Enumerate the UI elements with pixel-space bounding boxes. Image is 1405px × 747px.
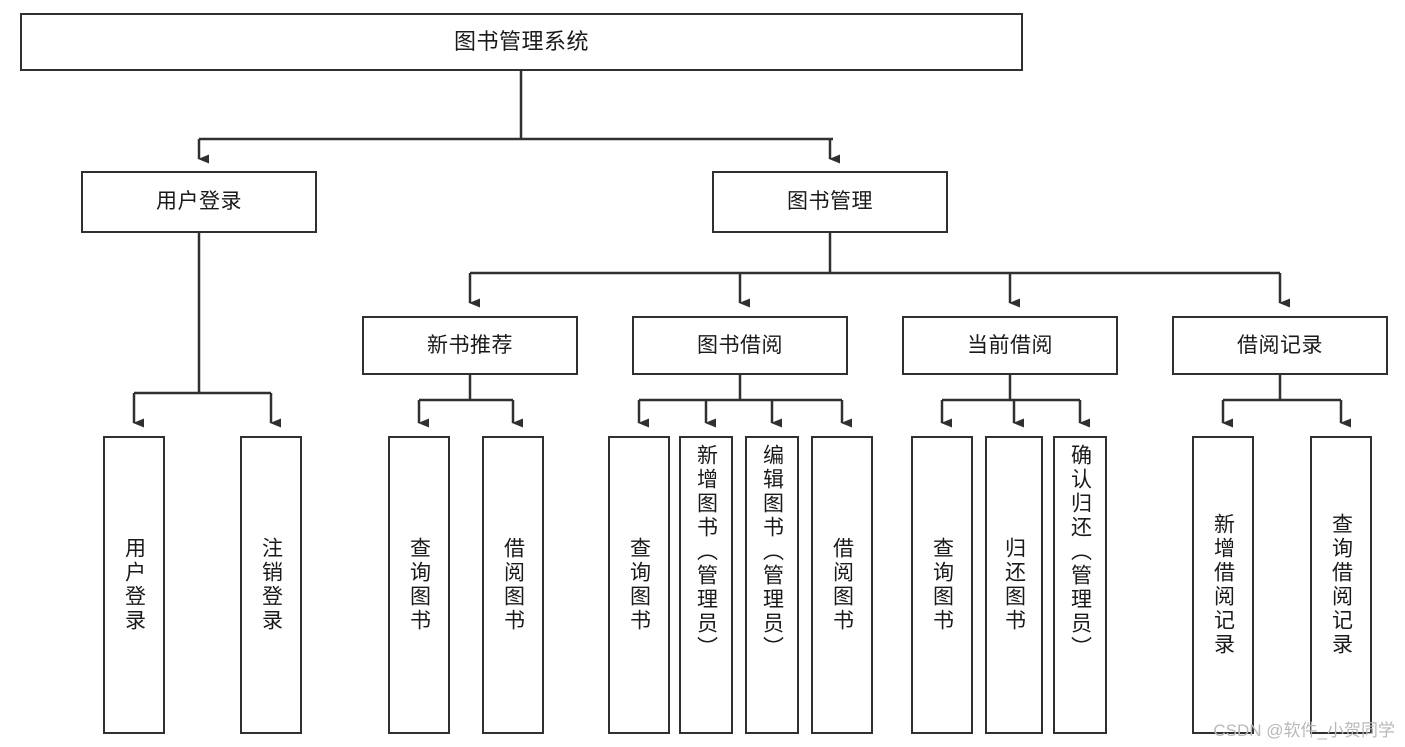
node-label-leaf-user-login: 用户登录 xyxy=(122,537,146,633)
edge-current-borrow-to-leaves xyxy=(940,375,1090,428)
node-root-system[interactable]: 图书管理系统 xyxy=(20,13,1023,71)
node-label-leaf-query-book-borrow: 查询图书 xyxy=(627,537,651,633)
edge-book-borrow-to-leaves xyxy=(637,375,852,428)
edge-user-login-to-leaves xyxy=(132,233,281,428)
node-label-root: 图书管理系统 xyxy=(453,28,589,54)
node-label-leaf-logout: 注销登录 xyxy=(259,537,283,633)
node-leaf-edit-book[interactable]: 编辑图书（管理员） xyxy=(745,436,799,734)
node-leaf-query-borrow-record[interactable]: 查询借阅记录 xyxy=(1310,436,1372,734)
node-leaf-query-book-borrow[interactable]: 查询图书 xyxy=(608,436,670,734)
node-leaf-add-book[interactable]: 新增图书（管理员） xyxy=(679,436,733,734)
node-label-leaf-add-book: 新增图书（管理员） xyxy=(694,444,718,660)
node-label-leaf-confirm-return: 确认归还（管理员） xyxy=(1068,444,1092,660)
edge-borrow-record-to-leaves xyxy=(1221,375,1351,428)
node-leaf-confirm-return[interactable]: 确认归还（管理员） xyxy=(1053,436,1107,734)
watermark-text: CSDN @软件_小贺同学 xyxy=(1213,721,1395,740)
node-label-new-book-recommend: 新书推荐 xyxy=(427,333,513,357)
node-label-leaf-add-borrow-record: 新增借阅记录 xyxy=(1211,513,1235,657)
node-leaf-query-book-recommend[interactable]: 查询图书 xyxy=(388,436,450,734)
node-label-book-borrow: 图书借阅 xyxy=(697,333,783,357)
node-leaf-logout[interactable]: 注销登录 xyxy=(240,436,302,734)
node-label-current-borrow: 当前借阅 xyxy=(967,333,1053,357)
node-book-manage[interactable]: 图书管理 xyxy=(712,171,948,233)
node-label-leaf-return-book: 归还图书 xyxy=(1002,537,1026,633)
node-label-leaf-borrow-book-recommend: 借阅图书 xyxy=(501,537,525,633)
node-label-leaf-query-borrow-record: 查询借阅记录 xyxy=(1329,513,1353,657)
node-book-borrow[interactable]: 图书借阅 xyxy=(632,316,848,375)
node-leaf-query-book-current[interactable]: 查询图书 xyxy=(911,436,973,734)
edge-new-book-rec-to-leaves xyxy=(417,375,523,428)
node-label-borrow-record: 借阅记录 xyxy=(1237,333,1323,357)
node-label-leaf-query-book-current: 查询图书 xyxy=(930,537,954,633)
node-label-book-manage: 图书管理 xyxy=(787,190,873,214)
node-user-login[interactable]: 用户登录 xyxy=(81,171,317,233)
node-borrow-record[interactable]: 借阅记录 xyxy=(1172,316,1388,375)
node-leaf-borrow-book[interactable]: 借阅图书 xyxy=(811,436,873,734)
node-new-book-recommend[interactable]: 新书推荐 xyxy=(362,316,578,375)
node-leaf-user-login[interactable]: 用户登录 xyxy=(103,436,165,734)
node-label-leaf-query-book-recommend: 查询图书 xyxy=(407,537,431,633)
edge-book-manage-to-level3 xyxy=(468,233,1290,308)
node-leaf-add-borrow-record[interactable]: 新增借阅记录 xyxy=(1192,436,1254,734)
node-label-leaf-borrow-book: 借阅图书 xyxy=(830,537,854,633)
node-leaf-return-book[interactable]: 归还图书 xyxy=(985,436,1043,734)
edge-root-to-level2 xyxy=(197,71,840,164)
node-current-borrow[interactable]: 当前借阅 xyxy=(902,316,1118,375)
node-label-user-login: 用户登录 xyxy=(156,190,242,214)
node-label-leaf-edit-book: 编辑图书（管理员） xyxy=(760,444,784,660)
node-leaf-borrow-book-recommend[interactable]: 借阅图书 xyxy=(482,436,544,734)
